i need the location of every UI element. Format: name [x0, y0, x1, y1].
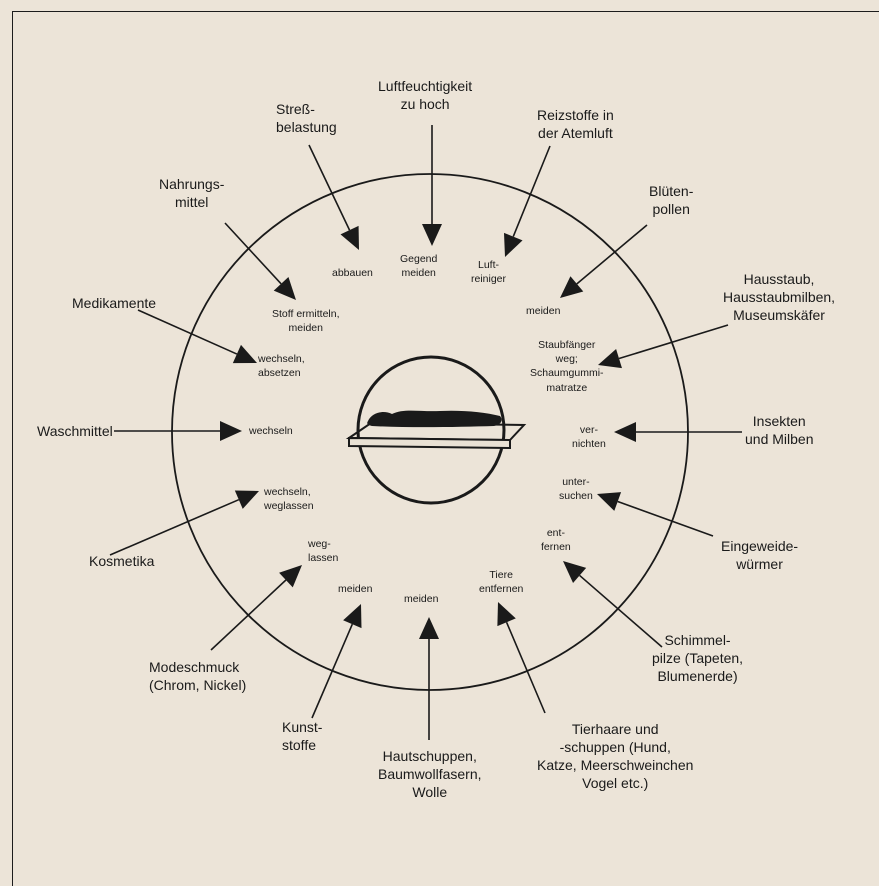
- cause-label-worms: Eingeweide- würmer: [721, 538, 799, 572]
- arrow-head-animals: [497, 602, 516, 627]
- arrow-line-worms: [617, 500, 714, 537]
- arrow-line-irritants: [512, 145, 551, 237]
- arrow-head-dust: [598, 348, 622, 369]
- arrow-head-stress: [340, 225, 359, 250]
- action-label-jewelry: weg- lassen: [308, 538, 339, 565]
- arrow-line-mold: [579, 574, 663, 648]
- cause-label-animals: Tierhaare und -schuppen (Hund, Katze, Me…: [537, 721, 694, 791]
- arrow-head-medication: [232, 344, 257, 364]
- action-label-dander: meiden: [404, 593, 439, 605]
- cause-label-insects: Insekten und Milben: [745, 413, 814, 447]
- action-label-mold: ent- fernen: [541, 527, 571, 554]
- arrow-line-food: [224, 222, 282, 285]
- cause-label-cosmetics: Kosmetika: [89, 553, 155, 569]
- arrow-line-medication: [137, 309, 238, 355]
- action-label-dust: Staubfänger weg; Schaumgummi- matratze: [530, 339, 604, 394]
- arrow-head-dander: [419, 617, 439, 639]
- arrow-head-humidity: [422, 224, 442, 246]
- arrow-line-cosmetics: [109, 498, 240, 556]
- arrow-head-plastics: [343, 604, 362, 629]
- arrow-line-pollen: [576, 224, 648, 285]
- cause-label-plastics: Kunst- stoffe: [282, 719, 323, 753]
- action-label-food: Stoff ermitteln, meiden: [272, 308, 340, 335]
- cause-label-dust: Hausstaub, Hausstaubmilben, Museumskäfer: [723, 271, 836, 323]
- inner-circle: [356, 355, 506, 505]
- arrow-line-jewelry: [210, 579, 287, 651]
- page-frame: [12, 11, 879, 886]
- action-label-medication: wechseln, absetzen: [258, 353, 305, 380]
- arrow-head-worms: [597, 492, 622, 511]
- cause-label-jewelry: Modeschmuck (Chrom, Nickel): [149, 659, 247, 693]
- action-label-insects: ver- nichten: [572, 424, 606, 451]
- action-label-detergent: wechseln: [249, 425, 293, 437]
- arrow-head-insects: [614, 422, 636, 442]
- arrow-head-cosmetics: [234, 490, 259, 509]
- action-label-animals: Tiere entfernen: [479, 569, 524, 596]
- arrow-line-dust: [618, 324, 729, 360]
- bed-edge: [348, 436, 511, 450]
- arrow-line-stress: [308, 144, 351, 231]
- action-label-pollen: meiden: [526, 305, 561, 317]
- action-label-humidity: Gegend meiden: [400, 253, 438, 280]
- action-label-cosmetics: wechseln, weglassen: [264, 486, 314, 513]
- action-label-worms: unter- suchen: [559, 476, 593, 503]
- arrow-head-mold: [563, 561, 587, 583]
- arrow-head-detergent: [220, 421, 242, 441]
- cause-label-food: Nahrungs- mittel: [159, 176, 225, 210]
- arrow-line-animals: [505, 621, 546, 714]
- action-label-irritants: Luft- reiniger: [471, 259, 507, 286]
- cause-label-detergent: Waschmittel: [37, 423, 113, 439]
- cause-label-irritants: Reizstoffe in der Atemluft: [537, 107, 614, 141]
- arrow-head-food: [273, 277, 296, 300]
- cause-label-stress: Streß- belastung: [276, 101, 337, 135]
- arrow-head-pollen: [560, 276, 584, 298]
- action-label-plastics: meiden: [338, 583, 373, 595]
- cause-label-pollen: Blüten- pollen: [649, 183, 694, 217]
- action-label-stress: abbauen: [332, 267, 373, 279]
- arrow-head-irritants: [503, 232, 523, 257]
- person-lying-icon: [367, 410, 502, 428]
- cause-label-mold: Schimmel- pilze (Tapeten, Blumenerde): [652, 632, 744, 684]
- cause-label-humidity: Luftfeuchtigkeit zu hoch: [378, 78, 473, 112]
- cause-label-medication: Medikamente: [72, 295, 157, 311]
- arrow-line-plastics: [311, 623, 354, 719]
- arrow-head-jewelry: [279, 565, 302, 588]
- cause-label-dander: Hautschuppen, Baumwollfasern, Wolle: [378, 748, 482, 800]
